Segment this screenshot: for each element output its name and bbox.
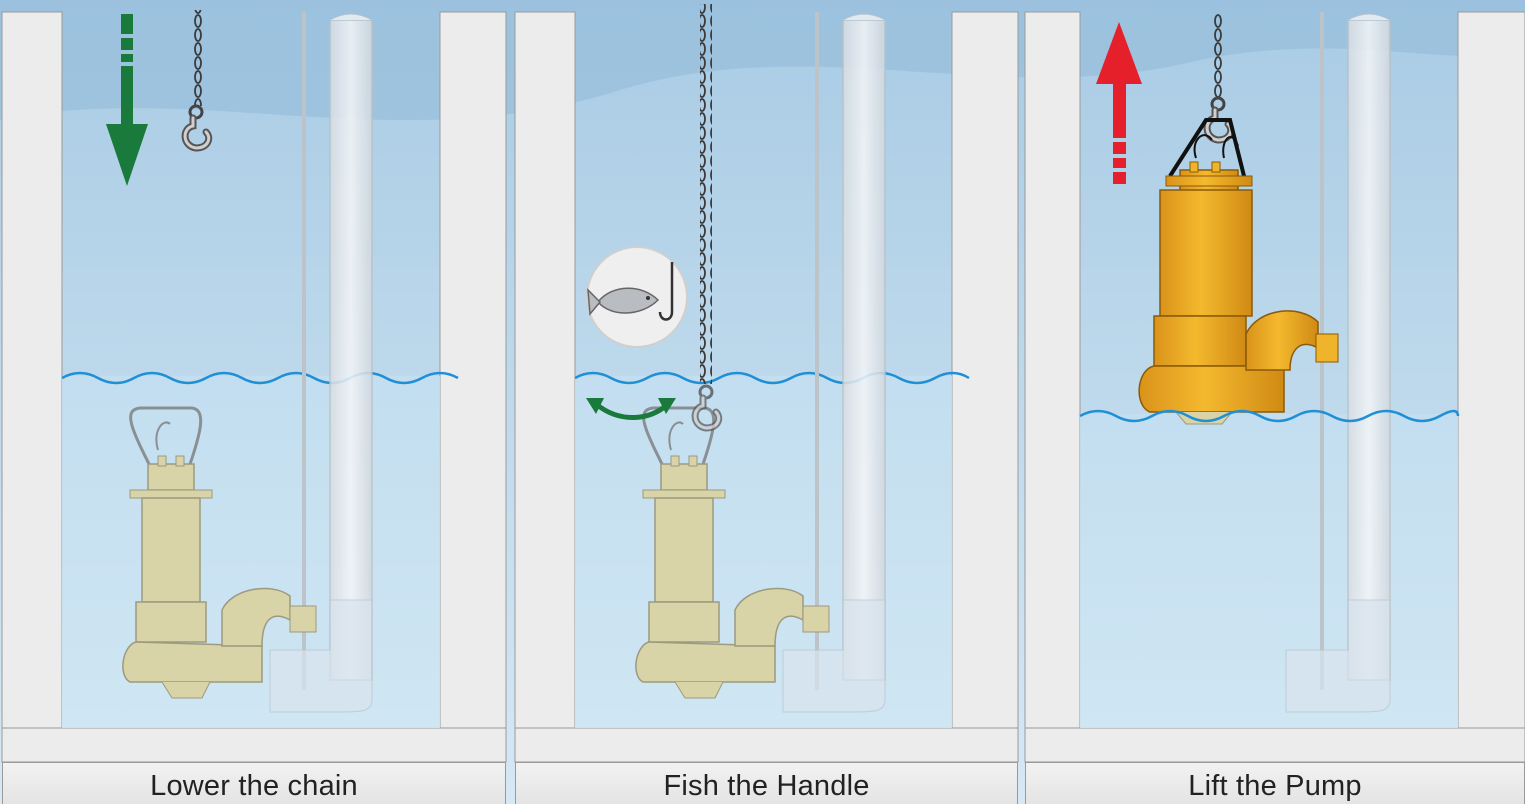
step-2-caption: Fish the Handle [515,762,1018,804]
step-1-caption: Lower the chain [2,762,506,804]
fish-hook-icon [587,247,687,347]
step-3-caption: Lift the Pump [1025,762,1525,804]
